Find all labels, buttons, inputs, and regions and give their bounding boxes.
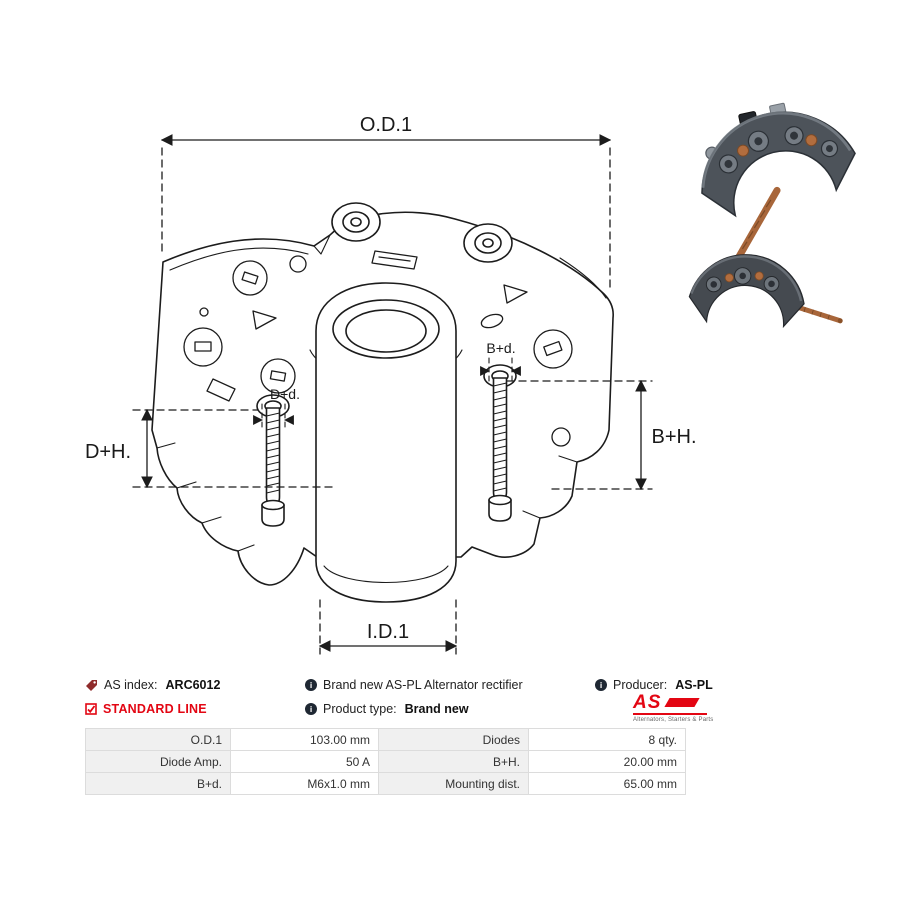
spec-label: O.D.1 [86,729,231,751]
logo-underline [633,713,707,715]
info-icon: i [305,679,317,691]
producer-label: Producer: [613,678,668,692]
dimension-bd [480,357,521,383]
info-icon: i [595,679,607,691]
product-photo-2 [688,254,843,329]
tag-icon [85,679,98,692]
spec-value: 20.00 mm [529,751,686,773]
producer-row: i Producer: AS-PL [595,678,713,692]
description-row: i Brand new AS-PL Alternator rectifier [305,678,523,692]
spec-value: 50 A [231,751,379,773]
dimension-dd [253,403,294,431]
as-pl-logo: AS Alternators, Starters & Parts [633,692,714,723]
spec-label: Diode Amp. [86,751,231,773]
svg-text:i: i [310,680,312,690]
product-type-value: Brand new [404,702,469,716]
description-text: Brand new AS-PL Alternator rectifier [323,678,523,692]
standard-line-text: STANDARD LINE [103,702,207,716]
logo-tagline: Alternators, Starters & Parts [633,717,714,723]
info-icon: i [305,703,317,715]
product-type-label: Product type: [323,702,397,716]
terminal-boss [331,202,513,263]
standard-line-row: STANDARD LINE [85,702,207,716]
dimension-bh [506,379,653,491]
spec-value: M6x1.0 mm [231,773,379,795]
label-od1: O.D.1 [360,114,412,136]
label-dh: D+H. [85,441,131,463]
center-tube [309,282,463,603]
spec-table: O.D.1 103.00 mm Diodes 8 qty. Diode Amp.… [85,728,686,795]
label-dd: D+d. [270,386,300,402]
as-index-row: AS index: ARC6012 [85,678,220,692]
logo-as-text: AS [633,692,662,713]
label-id1: I.D.1 [367,621,409,643]
label-bd: B+d. [486,340,515,356]
label-bh: B+H. [651,426,696,448]
diode-holes [183,250,573,447]
checkbox-checked-icon [85,703,97,715]
producer-value: AS-PL [675,678,713,692]
dimension-dh [132,408,333,489]
spec-value: 103.00 mm [231,729,379,751]
stud-left [256,394,290,527]
spec-value: 8 qty. [529,729,686,751]
spec-label: Diodes [379,729,529,751]
as-index-value: ARC6012 [165,678,221,692]
svg-text:i: i [600,680,602,690]
dimension-od1 [160,134,612,293]
as-index-label: AS index: [104,678,158,692]
product-type-row: i Product type: Brand new [305,702,469,716]
spec-label: B+d. [86,773,231,795]
logo-flag-shape [664,698,701,707]
product-photo-1 [701,102,856,262]
spec-label: B+H. [379,751,529,773]
spec-value: 65.00 mm [529,773,686,795]
spec-label: Mounting dist. [379,773,529,795]
technical-drawing: O.D.1 I.D.1 D+H. B+H. D+d. B+d. [85,102,856,655]
svg-text:i: i [310,704,312,714]
dimension-id1 [318,599,458,655]
